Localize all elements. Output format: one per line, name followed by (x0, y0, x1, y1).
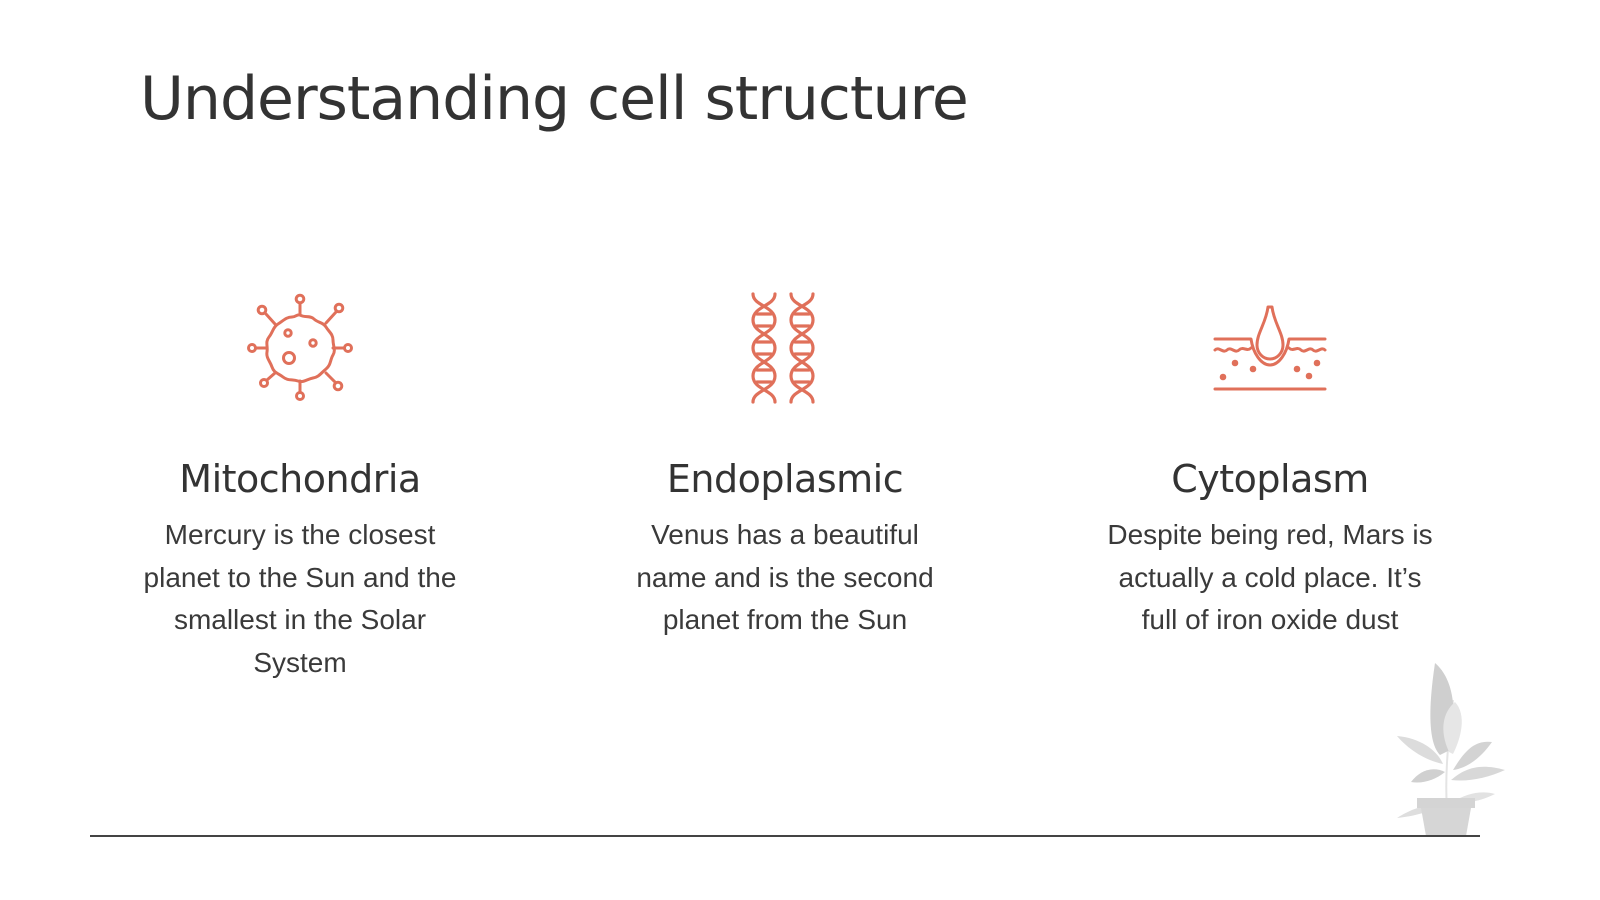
bottom-divider (90, 835, 1480, 837)
column-description: Venus has a beautiful name and is the se… (636, 519, 934, 635)
column-endoplasmic: Endoplasmic Venus has a beautiful name a… (605, 288, 965, 642)
column-heading: Cytoplasm (1171, 457, 1369, 501)
potted-plant-icon (1395, 660, 1505, 836)
column-description: Despite being red, Mars is actually a co… (1107, 519, 1433, 635)
column-description: Mercury is the closest planet to the Sun… (143, 519, 457, 678)
skin-droplet-icon (1210, 288, 1330, 408)
column-heading: Endoplasmic (666, 457, 904, 501)
virus-cell-icon (240, 288, 360, 408)
column-mitochondria: Mitochondria Mercury is the closest plan… (120, 288, 480, 684)
column-cytoplasm: Cytoplasm Despite being red, Mars is act… (1090, 288, 1450, 642)
dna-helix-icon (725, 288, 845, 408)
slide-title: Understanding cell structure (140, 64, 969, 134)
column-heading: Mitochondria (179, 457, 421, 501)
